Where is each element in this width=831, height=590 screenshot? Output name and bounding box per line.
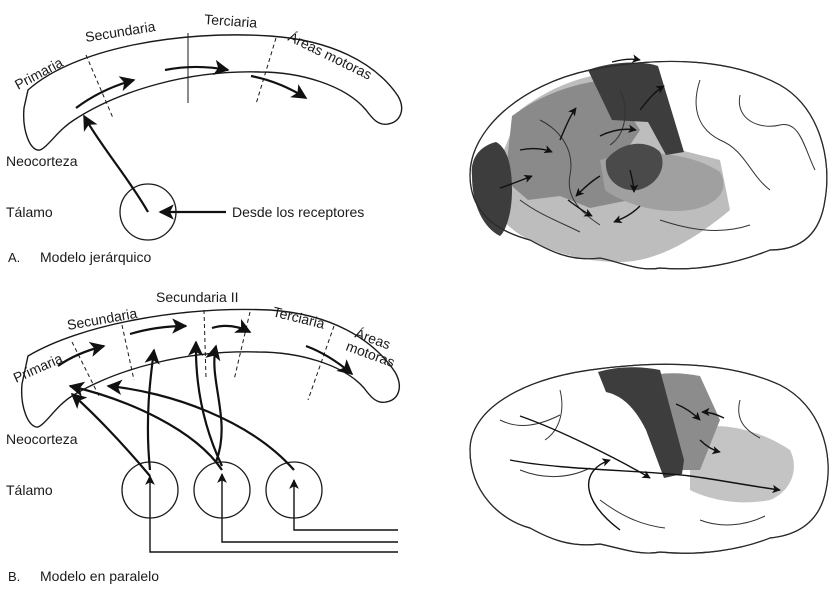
panel-a-label-secundaria: Secundaria [84, 18, 157, 45]
panel-b-projection-6 [214, 346, 221, 462]
panel-b-projection-2 [148, 350, 154, 470]
panel-a-cortex-band [24, 35, 402, 150]
panel-a-arrow-thalamus-primaria [84, 116, 148, 212]
panel-a-letter: A. [8, 250, 20, 265]
brain-b-illustration [470, 364, 828, 553]
panel-b-caption: Modelo en paralelo [40, 568, 159, 584]
brain-a-illustration [470, 59, 827, 269]
panel-a-label-receptores: Desde los receptores [232, 204, 364, 220]
panel-a-hierarchical: Primaria Secundaria Terciaria Áreas moto… [6, 11, 402, 265]
panel-b-projection-1 [72, 394, 150, 476]
panel-a-label-talamo: Tálamo [6, 204, 53, 220]
panel-b-projection-3 [70, 386, 222, 470]
panel-a-label-neocorteza: Neocorteza [6, 153, 78, 169]
brain-a-arrow-4 [612, 59, 640, 62]
panel-b-parallel: Primaria Secundaria Secundaria II Tercia… [6, 289, 399, 584]
panel-a-label-terciaria: Terciaria [204, 11, 258, 31]
panel-b-letter: B. [8, 569, 20, 584]
panel-b-label-neocorteza: Neocorteza [6, 431, 78, 447]
panel-b-projection-4 [196, 342, 222, 466]
panel-a-caption: Modelo jerárquico [40, 249, 151, 265]
panel-b-label-talamo: Tálamo [6, 482, 53, 498]
panel-b-label-secundaria-ii: Secundaria II [156, 289, 239, 305]
